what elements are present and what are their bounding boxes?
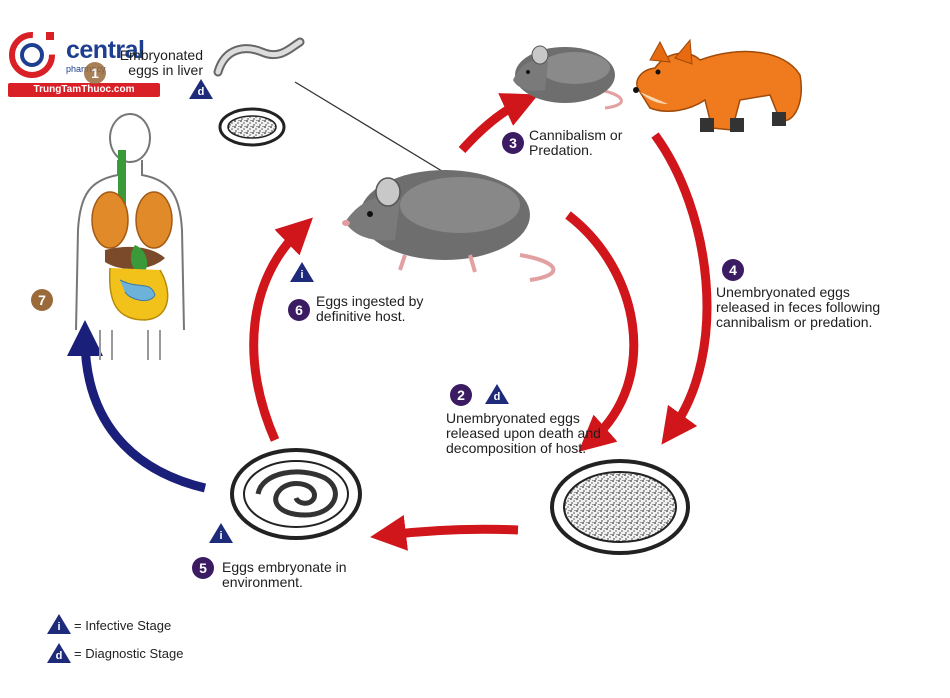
arrow-feces-release [651, 132, 712, 445]
step-marker-2: 2 [450, 384, 472, 406]
infective-stage-letter: i [219, 530, 223, 542]
legend-diagnostic-icon: d [46, 642, 72, 664]
egg-illustration-liver [218, 107, 286, 147]
label-step-5: Eggs embryonate in environment. [222, 559, 347, 590]
step-marker-4: 4 [722, 259, 744, 281]
arrow-death-release [565, 211, 639, 452]
human-anatomy-illustration [75, 113, 185, 360]
diagnostic-stage-letter: d [197, 86, 205, 98]
step-marker-1: 1 [84, 62, 106, 84]
step-marker-3: 3 [502, 132, 524, 154]
legend-infective-letter: i [57, 621, 61, 633]
legend-diagnostic-label: = Diagnostic Stage [74, 646, 184, 661]
label-step-1: Embryonated eggs in liver [119, 47, 203, 78]
step-marker-7: 7 [31, 289, 53, 311]
diagnostic-stage-icon: d [188, 78, 214, 100]
arrow-host-to-predation [458, 93, 539, 154]
worm-illustration [213, 37, 305, 77]
logo-brand-text: central [66, 36, 145, 64]
label-step-2: Unembryonated eggs released upon death a… [446, 410, 601, 456]
rat-illustration-host [342, 170, 556, 282]
legend-infective-label: = Infective Stage [74, 618, 172, 633]
diagnostic-stage-letter: d [493, 391, 501, 403]
egg-illustration-embryonated [230, 448, 362, 540]
watermark-logo: central pharmacy TrungTamThuoc.com [8, 28, 168, 100]
label-step-3: Cannibalism or Predation. [529, 127, 623, 158]
diagnostic-stage-icon: d [484, 383, 510, 405]
fox-illustration [633, 38, 802, 132]
egg-illustration-unembryonated [550, 459, 690, 555]
logo-url-bar: TrungTamThuoc.com [8, 83, 160, 97]
step-marker-6: 6 [288, 299, 310, 321]
rat-illustration-prey [513, 45, 623, 110]
infective-stage-icon: i [208, 522, 234, 544]
cycle-arrows [67, 93, 712, 551]
label-step-4: Unembryonated eggs released in feces fol… [716, 284, 881, 330]
step-marker-5: 5 [192, 557, 214, 579]
legend-diagnostic-letter: d [55, 650, 63, 662]
infective-stage-letter: i [300, 269, 304, 281]
label-step-6: Eggs ingested by definitive host. [316, 293, 424, 324]
pointer-line [294, 81, 466, 186]
arrow-to-liver [67, 320, 207, 493]
legend-infective-icon: i [46, 613, 72, 635]
infective-stage-icon: i [289, 261, 315, 283]
arrow-embryonate [370, 514, 519, 551]
arrow-ingested-to-host [249, 217, 313, 442]
logo-icon [9, 32, 55, 78]
